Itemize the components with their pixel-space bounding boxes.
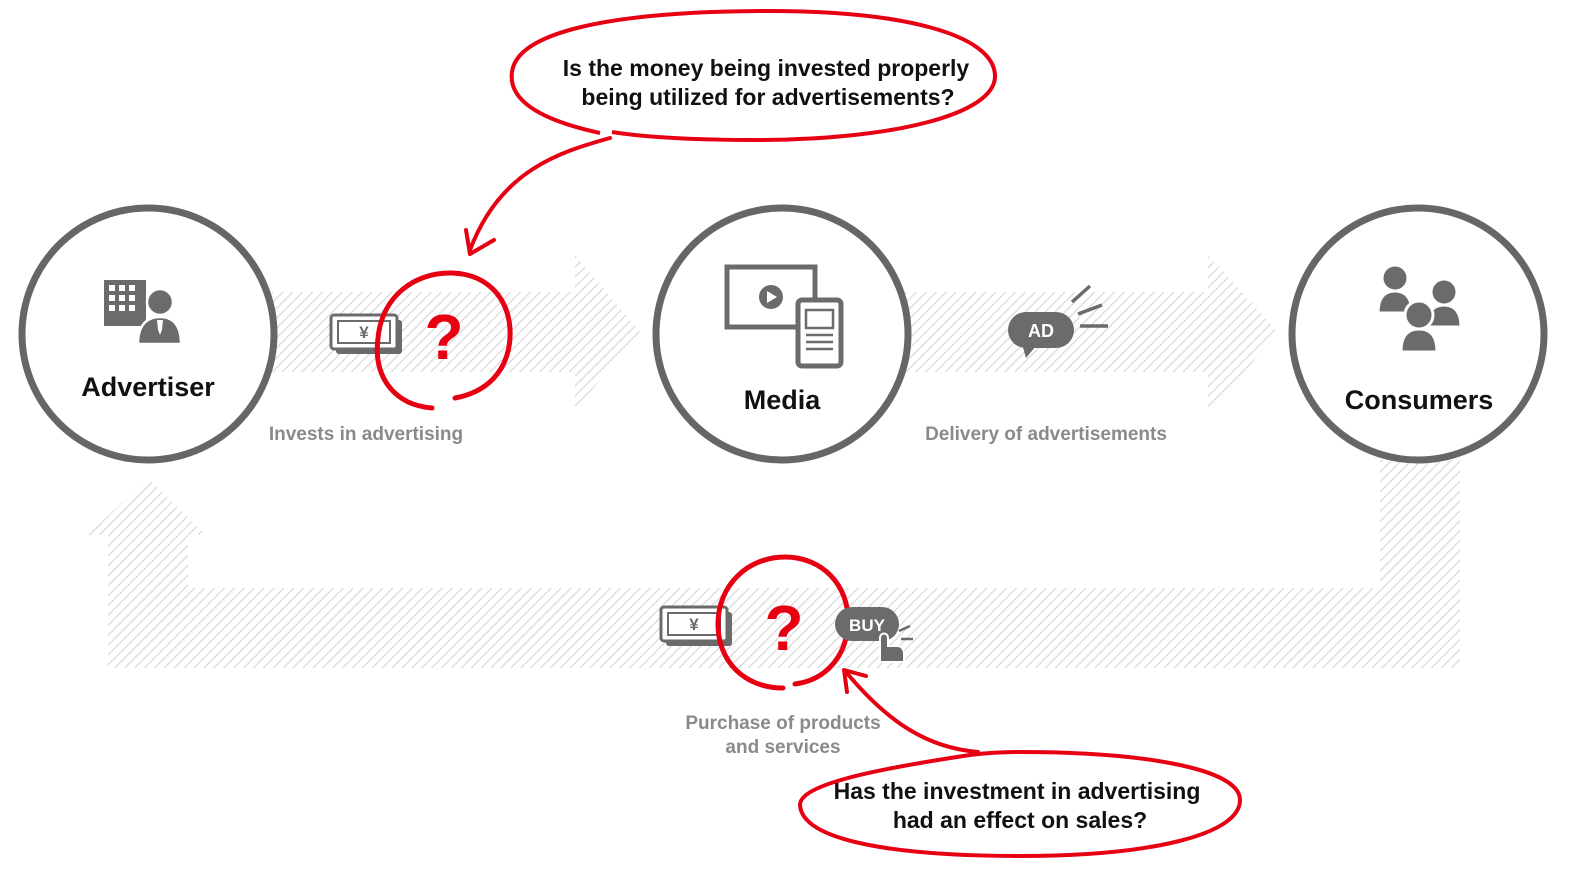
yen-symbol-bottom: ¥ xyxy=(689,615,699,634)
bubble-top-line2: being utilized for advertisements? xyxy=(581,84,954,110)
red-scribble-circle-bottom xyxy=(715,554,851,691)
node-consumers-label: Consumers xyxy=(1345,385,1494,415)
invest-flow-label: Invests in advertising xyxy=(269,424,463,445)
bubble-top-line1: Is the money being invested properly xyxy=(563,55,970,81)
yen-banknote-icon-bottom: ¥ xyxy=(659,605,732,646)
flow-arrow-advertiser-to-media xyxy=(272,255,640,410)
flow-arrow-consumers-to-advertiser xyxy=(88,460,1460,668)
building-person-icon xyxy=(104,280,183,346)
yen-symbol-top: ¥ xyxy=(359,323,369,342)
flow-arrow-media-to-consumers xyxy=(905,255,1278,415)
pointer-arrow-bottom xyxy=(844,670,980,754)
buy-button-icon: BUY xyxy=(835,607,913,663)
node-advertiser: Advertiser xyxy=(18,204,278,464)
node-media-label: Media xyxy=(744,385,822,415)
pointer-arrow-top xyxy=(468,136,612,252)
ad-badge-text: AD xyxy=(1028,321,1054,341)
question-bubble-top: Is the money being invested properly bei… xyxy=(464,8,998,256)
group-of-people-icon xyxy=(1376,263,1463,354)
ad-speech-bubble-icon: AD xyxy=(1008,284,1108,358)
node-consumers: Consumers xyxy=(1288,204,1548,464)
bubble-bottom-line2: had an effect on sales? xyxy=(893,807,1147,833)
purchase-flow-label-line1: Purchase of products xyxy=(685,713,880,734)
bubble-bottom-line1: Has the investment in advertising xyxy=(834,778,1201,804)
question-mark-bottom: ? xyxy=(764,592,803,664)
yen-banknote-icon-top: ¥ xyxy=(329,313,402,354)
buy-badge-text: BUY xyxy=(849,616,886,635)
red-scribble-circle-top xyxy=(374,270,513,411)
delivery-flow-label: Delivery of advertisements xyxy=(925,424,1167,445)
video-and-phone-icon xyxy=(724,264,844,369)
question-mark-top: ? xyxy=(424,301,463,373)
question-bubble-bottom: Has the investment in advertising had an… xyxy=(797,668,1243,859)
node-advertiser-label: Advertiser xyxy=(81,372,215,402)
purchase-flow-label-line2: and services xyxy=(725,737,840,758)
node-media: Media xyxy=(652,204,912,464)
